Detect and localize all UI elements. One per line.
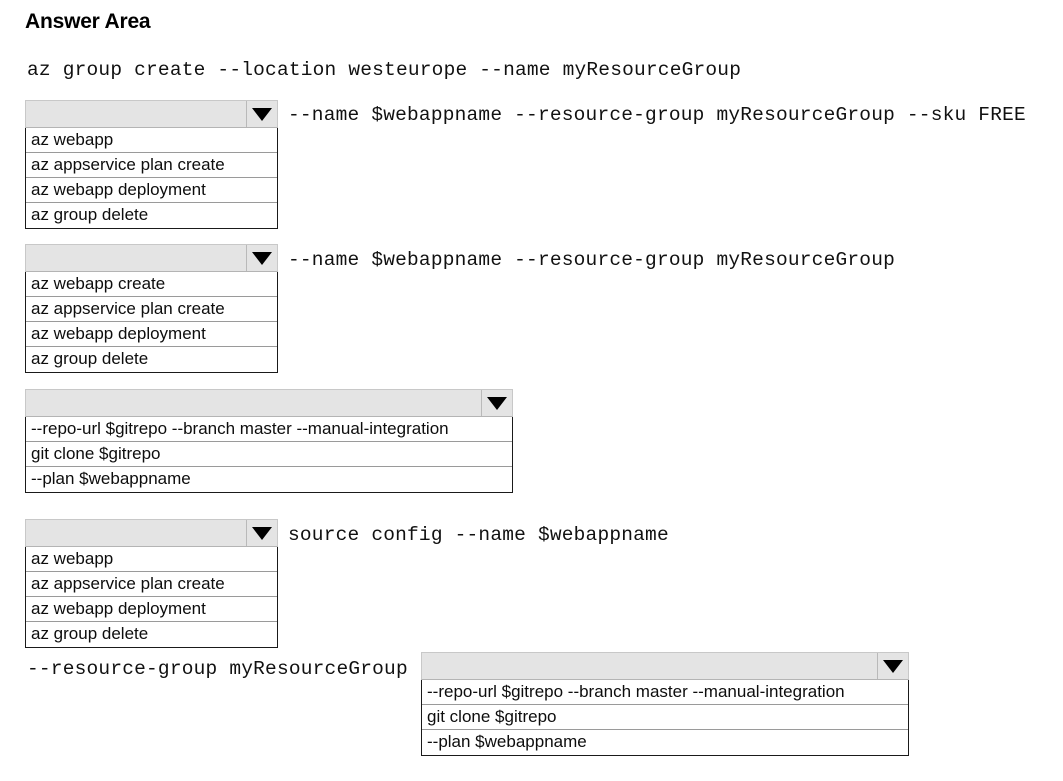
- chevron-down-icon[interactable]: [877, 653, 908, 679]
- chevron-down-icon[interactable]: [246, 245, 277, 271]
- dropdown-5-options[interactable]: --repo-url $gitrepo --branch master --ma…: [421, 679, 909, 756]
- list-item[interactable]: az webapp deployment: [26, 597, 277, 622]
- dropdown-2-value: [26, 245, 246, 271]
- dropdown-2-options[interactable]: az webapp create az appservice plan crea…: [25, 271, 278, 373]
- list-item[interactable]: az appservice plan create: [26, 153, 277, 178]
- list-item[interactable]: az webapp create: [26, 272, 277, 297]
- list-item[interactable]: az webapp: [26, 547, 277, 572]
- list-item[interactable]: --repo-url $gitrepo --branch master --ma…: [422, 680, 908, 705]
- chevron-down-glyph: [883, 659, 903, 673]
- list-item[interactable]: az webapp: [26, 128, 277, 153]
- dropdown-5-value: [422, 653, 877, 679]
- list-item[interactable]: az group delete: [31, 205, 149, 224]
- dropdown-1[interactable]: az webapp az appservice plan create az w…: [25, 100, 278, 229]
- command-line-2: --name $webappname --resource-group myRe…: [288, 104, 1026, 126]
- dropdown-4-button[interactable]: [25, 519, 278, 547]
- command-line-4: source config --name $webappname: [288, 524, 669, 546]
- chevron-down-glyph: [252, 251, 272, 265]
- dropdown-1-options[interactable]: az webapp az appservice plan create az w…: [25, 127, 278, 229]
- dropdown-4-value: [26, 520, 246, 546]
- chevron-down-glyph: [487, 396, 507, 410]
- list-item[interactable]: az group delete: [31, 624, 149, 643]
- list-item[interactable]: --plan $webappname: [427, 732, 587, 751]
- dropdown-4[interactable]: az webapp az appservice plan create az w…: [25, 519, 278, 648]
- dropdown-5-button[interactable]: [421, 652, 909, 680]
- chevron-down-icon[interactable]: [246, 520, 277, 546]
- dropdown-1-value: [26, 101, 246, 127]
- dropdown-2-button[interactable]: [25, 244, 278, 272]
- command-line-5: --resource-group myResourceGroup: [27, 658, 408, 680]
- dropdown-3-button[interactable]: [25, 389, 513, 417]
- list-item[interactable]: az webapp deployment: [26, 322, 277, 347]
- list-item[interactable]: --repo-url $gitrepo --branch master --ma…: [26, 417, 512, 442]
- dropdown-2[interactable]: az webapp create az appservice plan crea…: [25, 244, 278, 373]
- list-item[interactable]: git clone $gitrepo: [422, 705, 908, 730]
- chevron-down-icon[interactable]: [481, 390, 512, 416]
- list-item[interactable]: az webapp deployment: [26, 178, 277, 203]
- chevron-down-glyph: [252, 107, 272, 121]
- dropdown-4-options[interactable]: az webapp az appservice plan create az w…: [25, 546, 278, 648]
- list-item[interactable]: --plan $webappname: [31, 469, 191, 488]
- command-line-3: --name $webappname --resource-group myRe…: [288, 249, 895, 271]
- dropdown-3-value: [26, 390, 481, 416]
- list-item[interactable]: git clone $gitrepo: [26, 442, 512, 467]
- dropdown-3-options[interactable]: --repo-url $gitrepo --branch master --ma…: [25, 416, 513, 493]
- dropdown-3[interactable]: --repo-url $gitrepo --branch master --ma…: [25, 389, 513, 493]
- chevron-down-icon[interactable]: [246, 101, 277, 127]
- dropdown-5[interactable]: --repo-url $gitrepo --branch master --ma…: [421, 652, 909, 756]
- command-line-1: az group create --location westeurope --…: [27, 59, 742, 81]
- list-item[interactable]: az group delete: [31, 349, 149, 368]
- dropdown-1-button[interactable]: [25, 100, 278, 128]
- list-item[interactable]: az appservice plan create: [26, 572, 277, 597]
- page-title: Answer Area: [25, 10, 151, 33]
- list-item[interactable]: az appservice plan create: [26, 297, 277, 322]
- chevron-down-glyph: [252, 526, 272, 540]
